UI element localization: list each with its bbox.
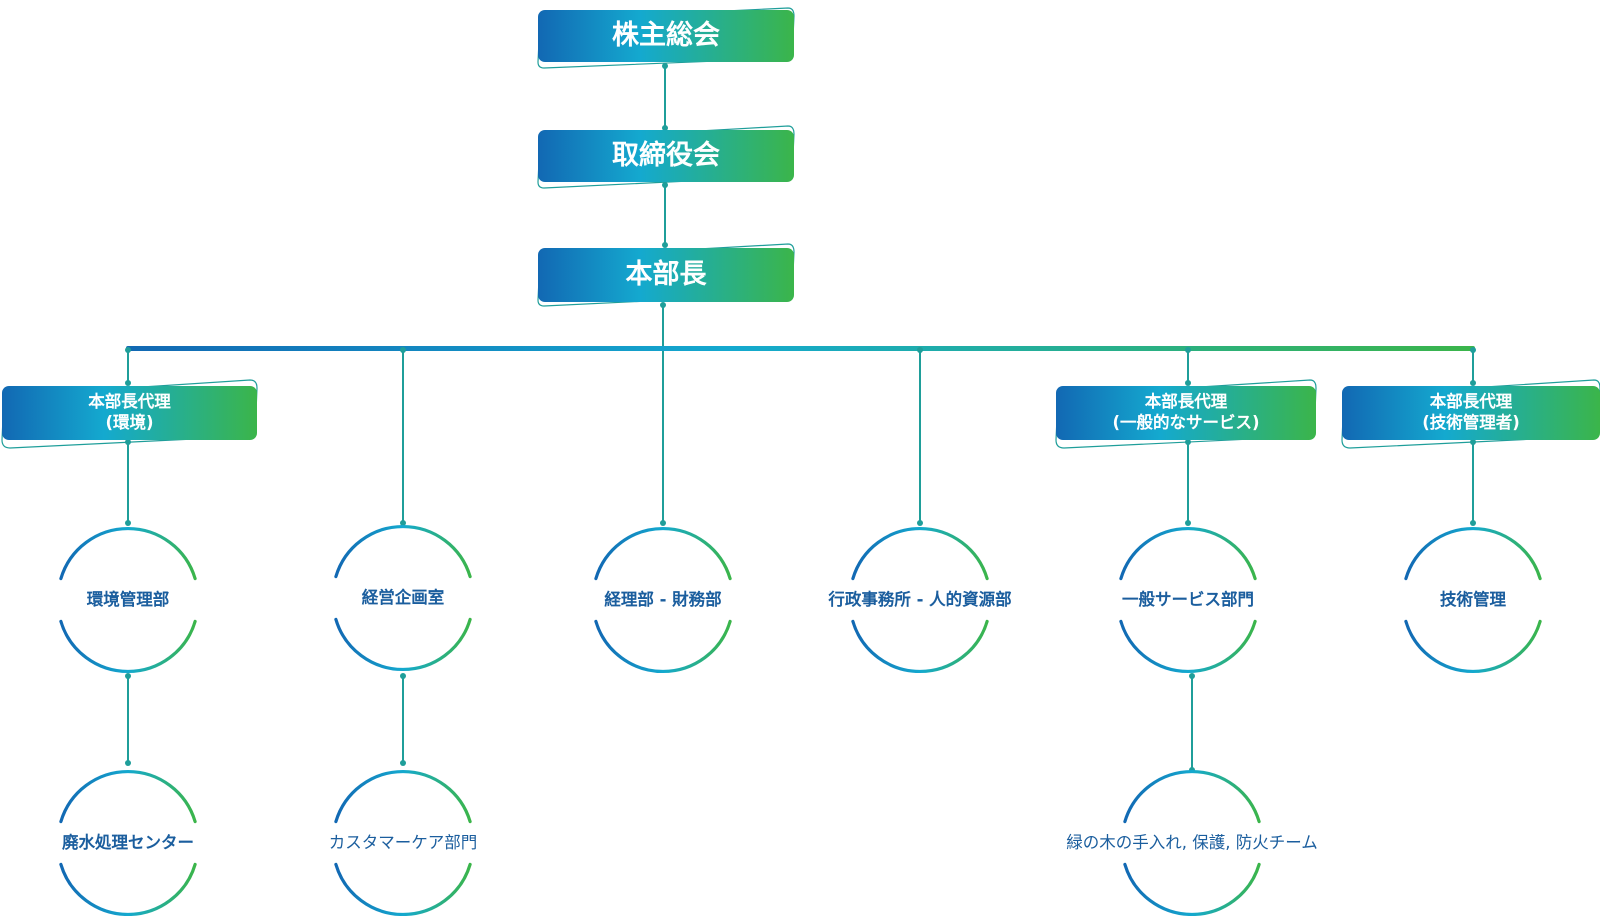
circle-accounting <box>594 526 732 674</box>
env-mgmt-label: 環境管理部 <box>86 589 170 609</box>
deputy-services-sub: (一般的なサービス) <box>1112 413 1260 432</box>
circle-planning <box>334 524 472 672</box>
deputy-technical-title: 本部長代理 <box>1429 392 1513 412</box>
circle-env-mgmt <box>59 526 197 674</box>
deputy-environment-sub: (環境) <box>105 413 154 432</box>
deputy-services-label: 本部長代理 (一般的なサービス) <box>1056 386 1316 440</box>
circle-general-services <box>1119 526 1257 674</box>
wastewater-label: 廃水処理センター <box>62 832 194 852</box>
circle-green-team <box>1123 769 1261 916</box>
accounting-label: 経理部 - 財務部 <box>604 589 722 609</box>
horizontal-bus <box>126 346 1475 351</box>
planning-label: 経営企画室 <box>361 587 445 607</box>
customer-care-label: カスタマーケア部門 <box>328 832 478 852</box>
general-services-label: 一般サービス部門 <box>1122 589 1254 609</box>
circle-admin <box>851 526 989 674</box>
connector-lines <box>127 64 1474 770</box>
circle-tech-mgmt <box>1404 526 1542 674</box>
board-label: 取締役会 <box>612 140 720 172</box>
box-director <box>537 243 795 307</box>
deputy-technical-sub: (技術管理者) <box>1422 413 1520 432</box>
green-team-label: 緑の木の手入れ, 保護, 防火チーム <box>1066 832 1318 852</box>
box-board <box>537 125 795 189</box>
tech-mgmt-label: 技術管理 <box>1440 589 1506 609</box>
shareholders-label: 株主総会 <box>612 20 720 52</box>
box-deputy-environment <box>1 379 258 449</box>
box-deputy-services <box>1055 379 1317 449</box>
circle-customer-care <box>334 769 472 916</box>
deputy-environment-label: 本部長代理 (環境) <box>2 386 257 440</box>
deputy-technical-label: 本部長代理 (技術管理者) <box>1342 386 1600 440</box>
box-shareholders <box>537 7 795 69</box>
deputy-environment-title: 本部長代理 <box>88 392 171 412</box>
circle-wastewater <box>59 769 197 916</box>
box-deputy-technical <box>1341 379 1600 449</box>
admin-label: 行政事務所 - 人的資源部 <box>828 589 1012 609</box>
deputy-services-title: 本部長代理 <box>1144 392 1228 412</box>
director-label: 本部長 <box>625 259 707 291</box>
